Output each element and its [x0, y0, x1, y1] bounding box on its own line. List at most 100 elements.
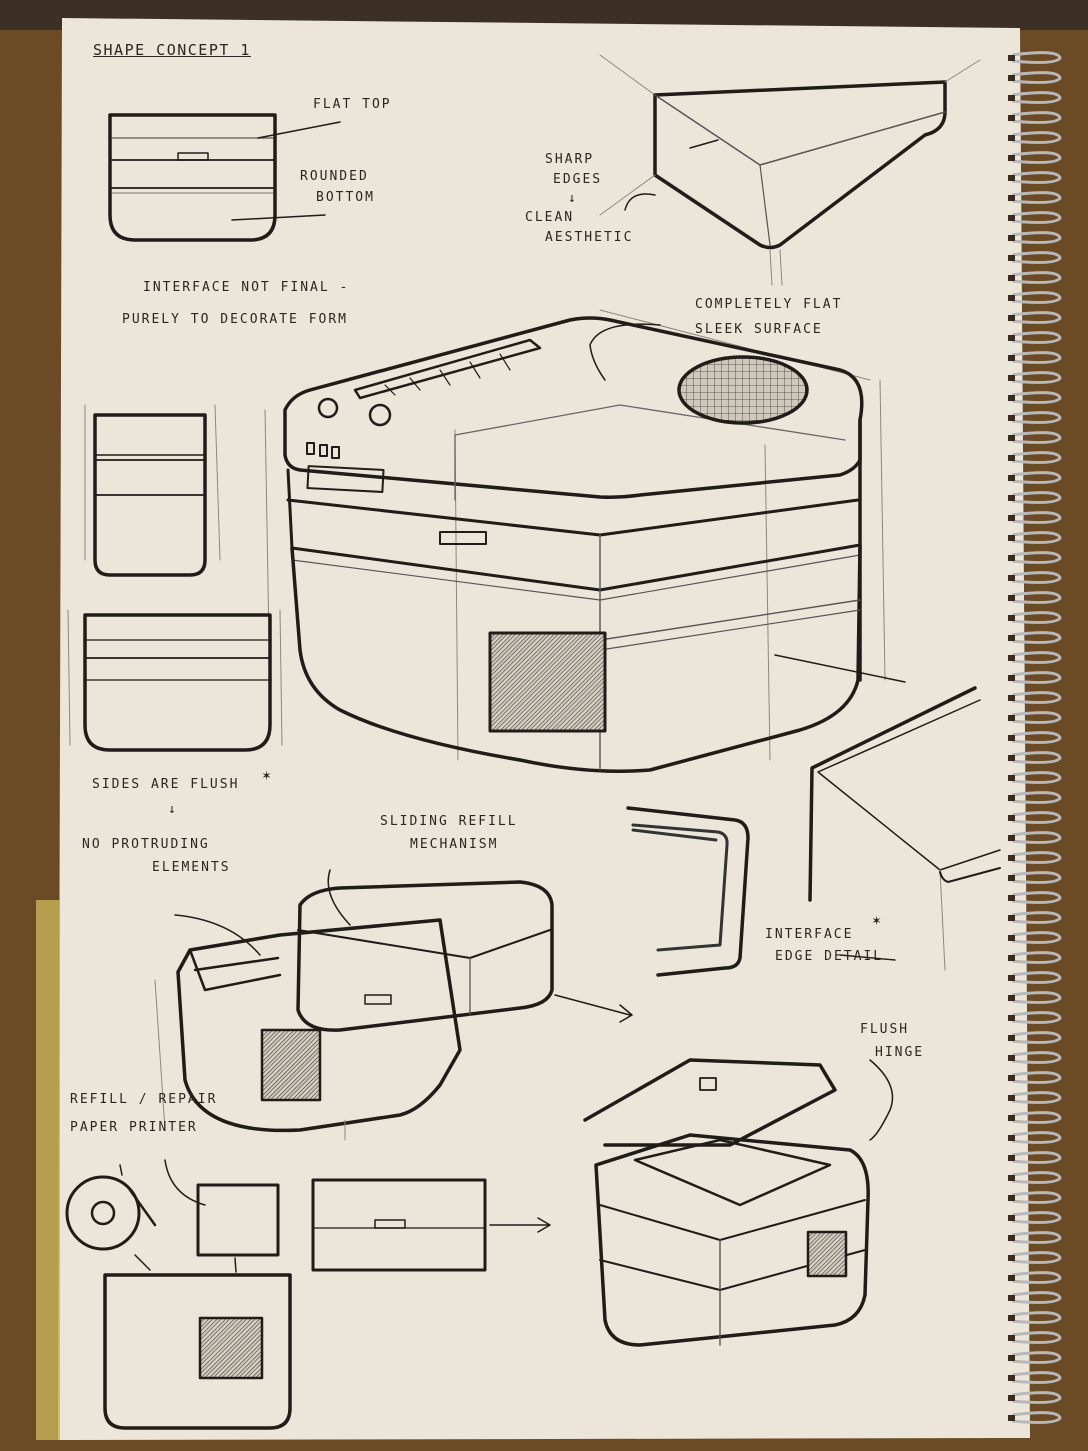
spiral-hole — [1008, 915, 1015, 921]
spiral-loop — [1011, 51, 1062, 64]
spiral-hole — [1008, 735, 1015, 741]
spiral-hole — [1008, 115, 1015, 121]
spiral-loop — [1011, 371, 1062, 384]
spiral-hole — [1008, 455, 1015, 461]
spiral-hole — [1008, 215, 1015, 221]
spiral-hole — [1008, 695, 1015, 701]
spiral-hole — [1008, 995, 1015, 1001]
spiral-hole — [1008, 475, 1015, 481]
flat-surface-note-2: SLEEK SURFACE — [695, 322, 823, 337]
spiral-loop — [1011, 891, 1062, 904]
spiral-hole — [1008, 1255, 1015, 1261]
spiral-hole — [1008, 95, 1015, 101]
spiral-hole — [1008, 635, 1015, 641]
sliding-refill-note-1: SLIDING REFILL — [380, 814, 518, 829]
spiral-loop — [1011, 1231, 1062, 1244]
sliding-refill-sketch — [154, 869, 633, 1141]
spiral-loop — [1011, 1191, 1062, 1204]
spiral-loop — [1011, 931, 1062, 944]
spiral-loop — [1011, 1011, 1062, 1024]
spiral-hole — [1008, 155, 1015, 161]
spiral-hole — [1008, 855, 1015, 861]
spiral-loop — [1011, 351, 1062, 364]
spiral-hole — [1008, 935, 1015, 941]
spiral-hole — [1008, 355, 1015, 361]
spiral-loop — [1011, 1031, 1062, 1044]
flat-top-note: FLAT TOP — [313, 97, 392, 112]
spiral-hole — [1008, 1095, 1015, 1101]
spiral-loop — [1011, 491, 1062, 504]
spiral-hole — [1008, 55, 1015, 61]
spiral-hole — [1008, 715, 1015, 721]
spiral-loop — [1011, 251, 1062, 264]
spiral-hole — [1008, 755, 1015, 761]
spiral-hole — [1008, 295, 1015, 301]
spiral-loop — [1011, 1351, 1062, 1364]
spiral-loop — [1011, 1311, 1062, 1324]
no-protruding-note-1: NO PROTRUDING — [82, 837, 210, 852]
spiral-hole — [1008, 435, 1015, 441]
spiral-loop — [1011, 971, 1062, 984]
sharp-edges-note-1: SHARP — [545, 152, 595, 167]
spiral-loop — [1011, 951, 1062, 964]
edge-detail-note-2: EDGE DETAIL — [775, 949, 884, 964]
spiral-hole — [1008, 975, 1015, 981]
spiral-loop — [1011, 791, 1062, 804]
spiral-hole — [1008, 1295, 1015, 1301]
page-title: SHAPE CONCEPT 1 — [93, 41, 251, 59]
spiral-loop — [1011, 671, 1062, 684]
spiral-hole — [1008, 255, 1015, 261]
spiral-hole — [1008, 235, 1015, 241]
spiral-hole — [1008, 875, 1015, 881]
spiral-loop — [1011, 171, 1062, 184]
spiral-loop — [1011, 511, 1062, 524]
spiral-hole — [1008, 1135, 1015, 1141]
spiral-loop — [1011, 191, 1062, 204]
spiral-hole — [1008, 655, 1015, 661]
spiral-hole — [1008, 515, 1015, 521]
spiral-hole — [1008, 1035, 1015, 1041]
main-device-sketch — [264, 309, 906, 773]
spiral-loop — [1011, 331, 1062, 344]
spiral-hole — [1008, 775, 1015, 781]
spiral-loop — [1011, 631, 1062, 644]
spiral-loop — [1011, 91, 1062, 104]
side-view-sketch-1 — [84, 404, 221, 577]
spiral-hole — [1008, 1375, 1015, 1381]
spiral-loop — [1011, 571, 1062, 584]
spiral-hole — [1008, 795, 1015, 801]
spiral-loop — [1011, 311, 1062, 324]
spiral-loop — [1011, 731, 1062, 744]
spiral-hole — [1008, 315, 1015, 321]
spiral-loop — [1011, 1291, 1062, 1304]
sharp-edges-note-2: EDGES — [553, 172, 603, 187]
spiral-hole — [1008, 955, 1015, 961]
spiral-hole — [1008, 1335, 1015, 1341]
spiral-hole — [1008, 335, 1015, 341]
refill-paper-sketch — [65, 1159, 551, 1430]
spiral-hole — [1008, 1195, 1015, 1201]
spiral-loop — [1011, 711, 1062, 724]
spiral-loop — [1011, 1071, 1062, 1084]
refill-note-1: REFILL / REPAIR — [70, 1092, 218, 1107]
sharp-edge-sketch — [599, 54, 981, 286]
clean-aesthetic-note-2: AESTHETIC — [545, 230, 634, 245]
spiral-loop — [1011, 1051, 1062, 1064]
spiral-hole — [1008, 595, 1015, 601]
spiral-loop — [1011, 911, 1062, 924]
front-view-sketch — [108, 113, 341, 242]
spiral-hole — [1008, 1055, 1015, 1061]
flush-hinge-note-1: FLUSH — [860, 1022, 910, 1037]
spiral-loop — [1011, 1171, 1062, 1184]
spiral-loop — [1011, 431, 1062, 444]
interface-edge-detail-sketch — [626, 686, 1001, 977]
flat-surface-note-1: COMPLETELY FLAT — [695, 297, 843, 312]
interface-note-2: PURELY TO DECORATE FORM — [122, 312, 349, 327]
spiral-hole — [1008, 835, 1015, 841]
spiral-hole — [1008, 395, 1015, 401]
star-mark-1: ✶ — [262, 766, 274, 784]
spiral-loop — [1011, 1091, 1062, 1104]
spiral-hole — [1008, 175, 1015, 181]
spiral-hole — [1008, 535, 1015, 541]
